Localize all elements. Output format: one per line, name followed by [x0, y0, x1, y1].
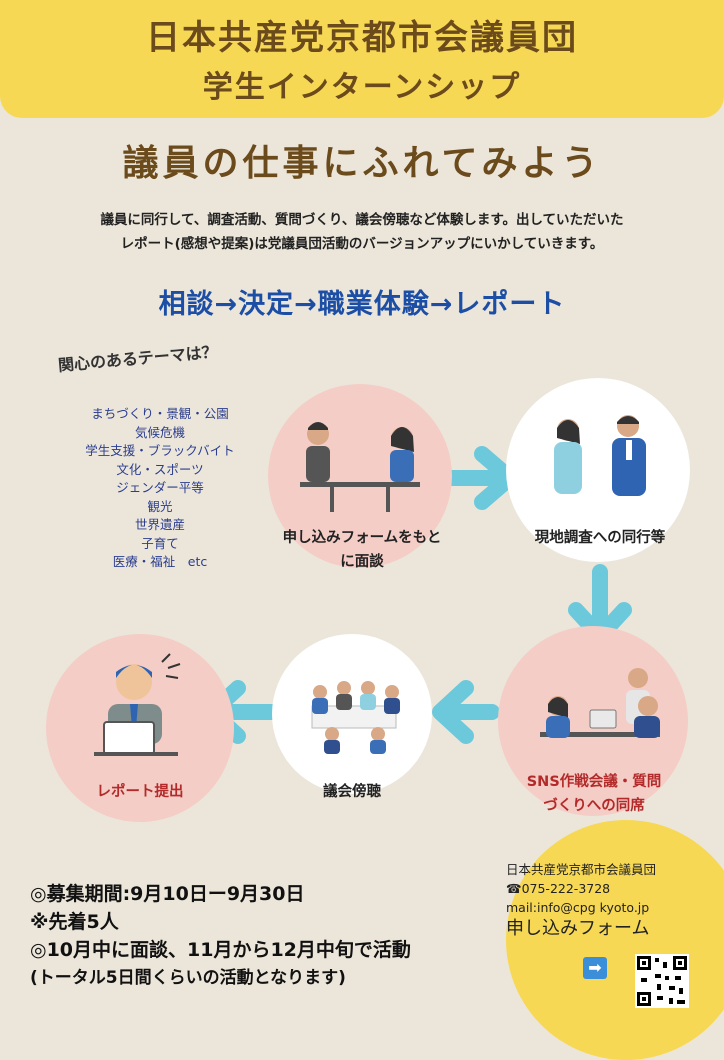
interview-illustration-icon [300, 422, 420, 512]
intro-line-2: レポート(感想や提案)は党議員団活動のバージョンアップにいかしていきます。 [120, 236, 604, 252]
themes-list: まちづくり・景観・公園 気候危機 学生支援・ブラックバイト 文化・スポーツ ジェ… [60, 405, 260, 572]
recruit-note: (トータル5日間くらいの活動となります) [30, 968, 346, 988]
intro-text: 議員に同行して、調査活動、質問づくり、議会傍聴など体験します。出していただいた … [30, 208, 694, 256]
arrow-right-icon[interactable]: ➡ [583, 957, 607, 979]
qr-code-icon[interactable] [635, 954, 689, 1008]
theme-item: まちづくり・景観・公園 [91, 406, 229, 421]
recruit-period: ◎募集期間:9月10日ー9月30日 [30, 883, 305, 905]
tagline: 議員の仕事にふれてみよう [122, 142, 602, 184]
step-sns-label: SNS作戦会議・質問 づくりへの同席 [504, 770, 684, 818]
contact-circle [506, 820, 724, 1060]
step-interview-label-2: に面談 [340, 554, 384, 570]
step-council-label: 議会傍聴 [323, 784, 381, 800]
recruit-limit: ※先着5人 [30, 911, 119, 933]
step-interview-label: 申し込みフォームをもと に面談 [272, 526, 452, 574]
step-interview-label-1: 申し込みフォームをもと [282, 530, 442, 546]
title-org: 日本共産党京都市会議員団 [146, 18, 578, 58]
theme-item: 世界遺産 [134, 517, 185, 532]
theme-item: 子育て [141, 535, 179, 551]
recruit-schedule: ◎10月中に面談、11月から12月中旬で活動 [30, 939, 411, 961]
contact-phone[interactable]: 075-222-3728 [521, 881, 611, 896]
contact-org: 日本共産党京都市会議員団 [506, 862, 657, 877]
contact-info: 日本共産党京都市会議員団 ☎075-222-3728 mail:info@cpg… [506, 860, 716, 938]
intro-line-1: 議員に同行して、調査活動、質問づくり、議会傍聴など体験します。出していただいた [100, 212, 624, 228]
report-illustration-icon [94, 653, 181, 756]
theme-item: 観光 [147, 498, 173, 514]
step-field-circle [506, 378, 690, 562]
step-interview-circle [268, 384, 452, 568]
title-internship: 学生インターンシップ [202, 70, 522, 105]
arrow-left-icon [432, 680, 500, 744]
council-illustration-icon [311, 681, 400, 754]
recruitment-info: ◎募集期間:9月10日ー9月30日 ※先着5人 ◎10月中に面談、11月から12… [30, 880, 500, 992]
contact-mail[interactable]: mail:info@cpg kyoto.jp [506, 900, 650, 915]
step-sns-label-1: SNS作戦会議・質問 [526, 774, 662, 790]
contact-phone-row: ☎075-222-3728 [506, 879, 716, 898]
process-flow: 相談→決定→職業体験→レポート [158, 289, 566, 320]
theme-item: 気候危機 [134, 424, 185, 440]
header-banner [0, 0, 724, 118]
step-field-label: 現地調査への同行等 [534, 530, 666, 546]
theme-item: 医療・福祉 etc [112, 554, 208, 569]
theme-item: 文化・スポーツ [116, 461, 204, 477]
step-sns-label-2: づくりへの同席 [543, 798, 645, 814]
application-form-label[interactable]: 申し込みフォーム [506, 918, 650, 939]
theme-item: 学生支援・ブラックバイト [85, 443, 235, 458]
meeting-illustration-icon [540, 668, 660, 738]
phone-icon: ☎ [506, 881, 522, 896]
field-visit-illustration-icon [554, 415, 646, 496]
theme-item: ジェンダー平等 [116, 480, 204, 495]
step-report-label: レポート提出 [96, 784, 184, 800]
